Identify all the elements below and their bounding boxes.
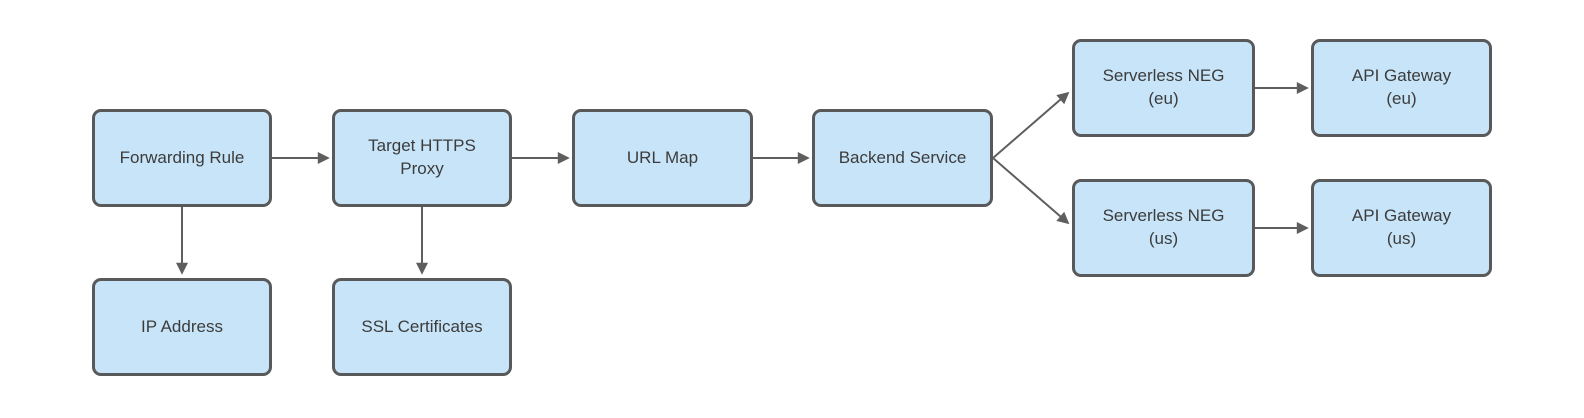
node-url-map-label: URL Map xyxy=(626,147,699,167)
node-target-https-proxy: Target HTTPS Proxy xyxy=(332,109,512,207)
node-ssl-certificates-label: SSL Certificates xyxy=(361,316,483,336)
node-url-map: URL Map xyxy=(572,109,753,207)
node-api-gateway-us-label: API Gateway (us) xyxy=(1351,206,1452,248)
node-serverless-neg-us-label: Serverless NEG (us) xyxy=(1102,206,1225,248)
node-target-https-proxy-label: Target HTTPS Proxy xyxy=(368,136,476,178)
node-serverless-neg-eu: Serverless NEG (eu) xyxy=(1072,39,1255,137)
node-serverless-neg-eu-label: Serverless NEG (eu) xyxy=(1102,66,1225,108)
node-forwarding-rule-label: Forwarding Rule xyxy=(119,147,245,167)
node-api-gateway-eu: API Gateway (eu) xyxy=(1311,39,1492,137)
node-forwarding-rule: Forwarding Rule xyxy=(92,109,272,207)
arrow-backend-service-to-serverless-neg-eu xyxy=(992,91,1070,159)
node-ip-address-label: IP Address xyxy=(141,316,223,336)
node-ssl-certificates: SSL Certificates xyxy=(332,278,512,376)
node-backend-service: Backend Service xyxy=(812,109,993,207)
node-backend-service-label: Backend Service xyxy=(838,147,967,167)
node-ip-address: IP Address xyxy=(92,278,272,376)
node-serverless-neg-us: Serverless NEG (us) xyxy=(1072,179,1255,277)
node-api-gateway-us: API Gateway (us) xyxy=(1311,179,1492,277)
arrow-backend-service-to-serverless-neg-us xyxy=(992,157,1070,225)
node-api-gateway-eu-label: API Gateway (eu) xyxy=(1351,66,1452,108)
